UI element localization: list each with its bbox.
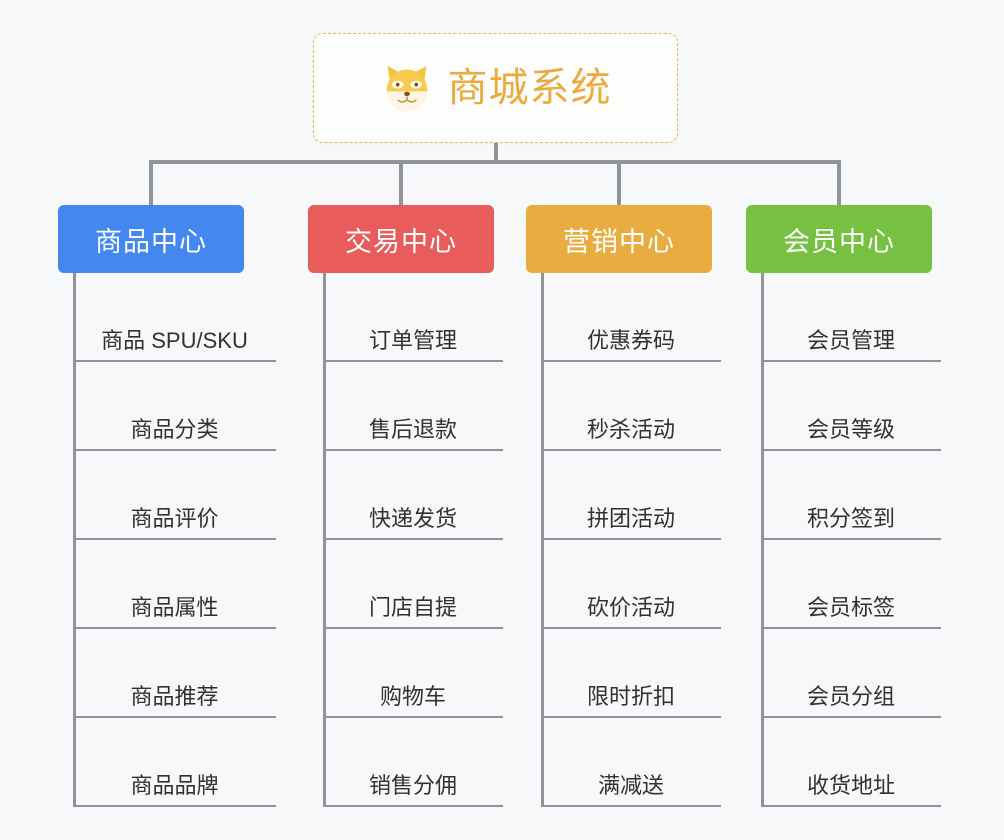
leaf-item[interactable]: 门店自提 xyxy=(323,540,503,629)
leaf-item[interactable]: 收货地址 xyxy=(761,718,941,807)
leaf-item-label: 订单管理 xyxy=(368,327,457,353)
leaf-item-label: 会员分组 xyxy=(806,683,895,709)
connector-root-stem xyxy=(494,143,498,164)
leaf-item-label: 售后退款 xyxy=(368,416,457,442)
category-label: 商品中心 xyxy=(95,226,207,257)
leaf-item[interactable]: 会员标签 xyxy=(761,540,941,629)
category-box-3[interactable]: 营销中心 xyxy=(526,205,712,273)
leaf-item[interactable]: 商品评价 xyxy=(73,451,276,540)
leaf-item-label: 收货地址 xyxy=(806,772,895,798)
leaf-item[interactable]: 满减送 xyxy=(541,718,721,807)
leaf-item[interactable]: 商品属性 xyxy=(73,540,276,629)
leaf-item-label: 商品品牌 xyxy=(130,772,219,798)
leaf-item-label: 销售分佣 xyxy=(368,772,457,798)
leaf-item[interactable]: 砍价活动 xyxy=(541,540,721,629)
root-label: 商城系统 xyxy=(447,66,612,110)
leaf-item-label: 满减送 xyxy=(597,772,664,798)
category-box-4[interactable]: 会员中心 xyxy=(746,205,932,273)
leaf-column-4: 会员管理会员等级积分签到会员标签会员分组收货地址 xyxy=(761,273,941,807)
leaf-item[interactable]: 售后退款 xyxy=(323,362,503,451)
connector-spine-3 xyxy=(541,273,544,807)
leaf-item-label: 快递发货 xyxy=(368,505,457,531)
leaf-item[interactable]: 拼团活动 xyxy=(541,451,721,540)
connector-spine-1 xyxy=(73,273,76,807)
leaf-item-label: 商品评价 xyxy=(130,505,219,531)
category-box-1[interactable]: 商品中心 xyxy=(58,205,244,273)
leaf-column-2: 订单管理售后退款快递发货门店自提购物车销售分佣 xyxy=(323,273,503,807)
leaf-item-label: 商品推荐 xyxy=(130,683,219,709)
leaf-column-3: 优惠券码秒杀活动拼团活动砍价活动限时折扣满减送 xyxy=(541,273,721,807)
leaf-item-label: 会员标签 xyxy=(806,594,895,620)
leaf-item[interactable]: 购物车 xyxy=(323,629,503,718)
leaf-item-label: 积分签到 xyxy=(806,505,895,531)
connector-spine-4 xyxy=(761,273,764,807)
leaf-item[interactable]: 会员分组 xyxy=(761,629,941,718)
connector-spine-2 xyxy=(323,273,326,807)
leaf-item-label: 商品 SPU/SKU xyxy=(101,327,248,353)
leaf-item-label: 会员管理 xyxy=(806,327,895,353)
leaf-item-label: 购物车 xyxy=(379,683,446,709)
leaf-item-label: 门店自提 xyxy=(368,594,457,620)
leaf-item[interactable]: 商品推荐 xyxy=(73,629,276,718)
leaf-item[interactable]: 优惠券码 xyxy=(541,273,721,362)
category-label: 交易中心 xyxy=(345,226,457,257)
leaf-column-1: 商品 SPU/SKU 商品分类商品评价商品属性商品推荐商品品牌 xyxy=(73,273,276,807)
leaf-item-label: 商品分类 xyxy=(130,416,219,442)
shiba-dog-icon xyxy=(386,66,427,112)
leaf-item[interactable]: 会员管理 xyxy=(761,273,941,362)
leaf-item-label: 拼团活动 xyxy=(586,505,675,531)
leaf-item[interactable]: 快递发货 xyxy=(323,451,503,540)
leaf-item[interactable]: 订单管理 xyxy=(323,273,503,362)
category-label: 会员中心 xyxy=(783,226,895,257)
leaf-item-label: 限时折扣 xyxy=(586,683,675,709)
leaf-item[interactable]: 商品 SPU/SKU xyxy=(73,273,276,362)
leaf-item-label: 优惠券码 xyxy=(586,327,675,353)
connector-drop-4 xyxy=(837,160,841,205)
leaf-item-label: 会员等级 xyxy=(806,416,895,442)
connector-drop-3 xyxy=(617,160,621,205)
leaf-item[interactable]: 销售分佣 xyxy=(323,718,503,807)
category-label: 营销中心 xyxy=(563,226,675,257)
leaf-item-label: 秒杀活动 xyxy=(586,416,675,442)
leaf-item[interactable]: 限时折扣 xyxy=(541,629,721,718)
leaf-item[interactable]: 商品分类 xyxy=(73,362,276,451)
leaf-item-label: 商品属性 xyxy=(130,594,219,620)
connector-drop-1 xyxy=(149,160,153,205)
leaf-item[interactable]: 会员等级 xyxy=(761,362,941,451)
category-box-2[interactable]: 交易中心 xyxy=(308,205,494,273)
leaf-item[interactable]: 积分签到 xyxy=(761,451,941,540)
leaf-item-label: 砍价活动 xyxy=(586,594,675,620)
connector-drop-2 xyxy=(399,160,403,205)
leaf-item[interactable]: 秒杀活动 xyxy=(541,362,721,451)
root-node[interactable]: 商城系统 xyxy=(313,33,678,143)
leaf-item[interactable]: 商品品牌 xyxy=(73,718,276,807)
connector-horizontal-bar xyxy=(150,160,840,164)
